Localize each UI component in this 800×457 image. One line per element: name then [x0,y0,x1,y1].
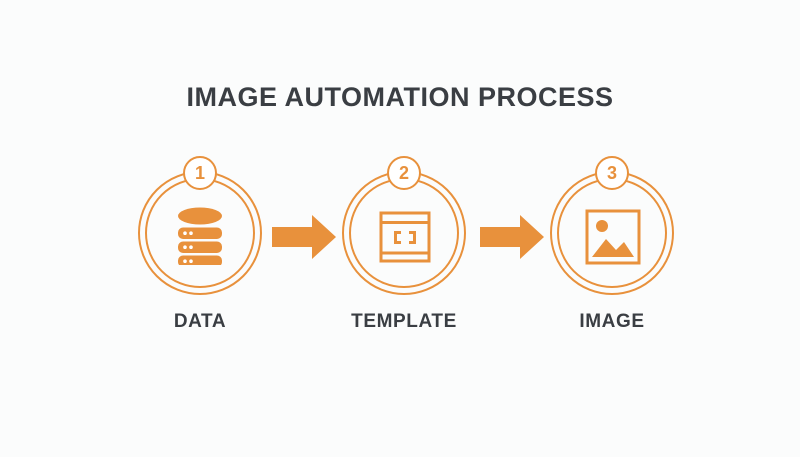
step-3-number: 3 [606,162,617,183]
step-2-badge: 2 [387,156,421,190]
diagram-title: IMAGE AUTOMATION PROCESS [186,82,614,112]
step-1-label: DATA [173,311,227,332]
step-2-label: TEMPLATE [351,311,457,332]
step-1-badge: 1 [183,156,217,190]
step-3-badge: 3 [595,156,629,190]
database-icon [174,207,226,265]
arrow-right-icon [272,215,336,259]
image-icon [585,209,641,265]
step-1-number: 1 [194,162,205,183]
step-2-number: 2 [398,162,409,183]
step-3-label: IMAGE [579,311,645,332]
template-icon [379,211,431,263]
arrow-right-icon [480,215,544,259]
